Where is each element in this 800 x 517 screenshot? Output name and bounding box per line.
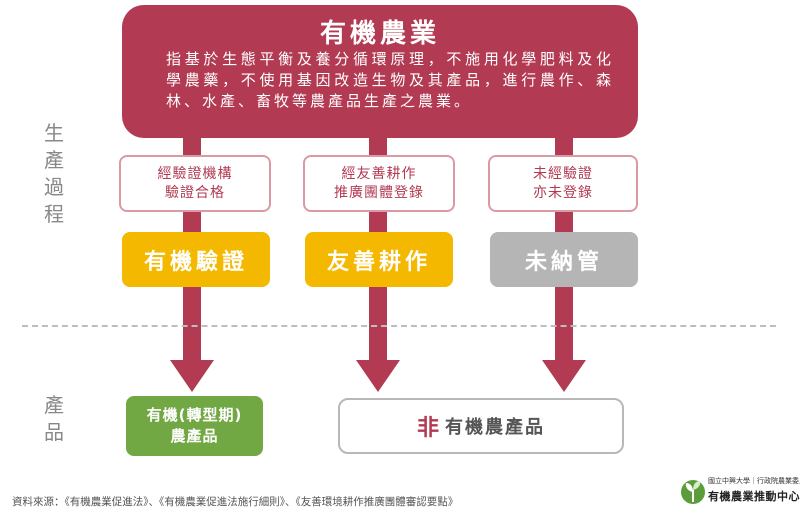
section-divider <box>22 325 776 327</box>
sprout-icon <box>681 480 705 504</box>
condition-box-certified: 經驗證機構 驗證合格 <box>119 155 271 212</box>
definition-box: 有機農業 指基於生態平衡及養分循環原理，不施用化學肥料及化學農藥，不使用基因改造… <box>122 5 638 138</box>
definition-title: 有機農業 <box>319 19 440 49</box>
side-label-product: 產品 <box>44 393 64 444</box>
logo: 國立中興大學｜行政院農業委員會 有機農業推動中心 <box>680 474 800 512</box>
side-label-process: 生產過程 <box>44 121 64 226</box>
logo-organization: 國立中興大學｜行政院農業委員會 <box>708 477 800 485</box>
arrow-head-1 <box>170 360 214 392</box>
status-unmanaged: 未納管 <box>490 232 638 287</box>
non-organic-label: 有機農產品 <box>445 417 545 438</box>
status-organic-certified: 有機驗證 <box>122 232 270 287</box>
non-prefix: 非 <box>416 416 439 441</box>
status-friendly-farming: 友善耕作 <box>305 232 453 287</box>
logo-name: 有機農業推動中心 <box>708 490 800 503</box>
source-note: 資料來源：《有機農業促進法》、《有機農業促進法施行細則》、《友善環境耕作推廣團體… <box>12 496 459 508</box>
arrow-head-3 <box>542 360 586 392</box>
condition-box-friendly: 經友善耕作 推廣團體登錄 <box>303 155 455 212</box>
product-organic: 有機(轉型期) 農產品 <box>126 396 263 456</box>
condition-box-unregistered: 未經驗證 亦未登錄 <box>488 155 638 212</box>
product-non-organic: 非 有機農產品 <box>338 398 624 454</box>
definition-text: 指基於生態平衡及養分循環原理，不施用化學肥料及化學農藥，不使用基因改造生物及其產… <box>166 50 614 110</box>
arrow-head-2 <box>356 360 400 392</box>
